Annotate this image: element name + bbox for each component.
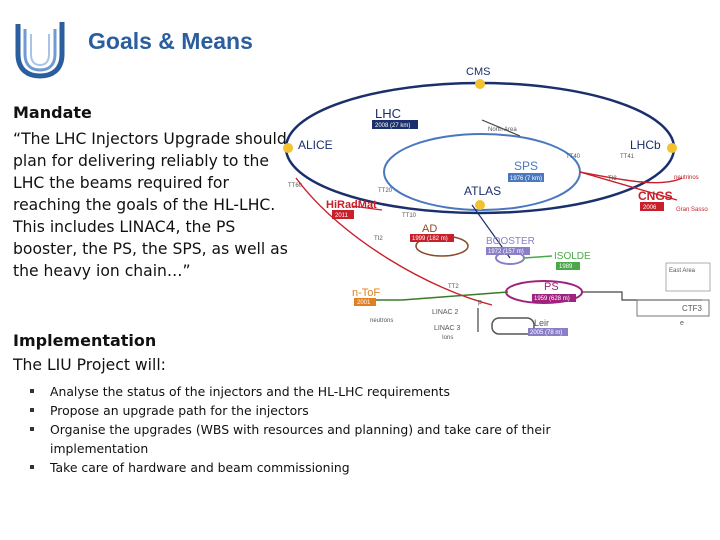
bullet-item: Take care of hardware and beam commissio… xyxy=(13,458,610,477)
implementation-section: Implementation The LIU Project will: Ana… xyxy=(13,331,613,477)
bullet-item: Analyse the status of the injectors and … xyxy=(13,382,610,401)
implementation-intro: The LIU Project will: xyxy=(13,356,166,374)
ctf3-label: CTF3 xyxy=(682,304,703,313)
lhc-tag-box xyxy=(372,120,418,129)
bullet-text: Organise the upgrades (WBS with resource… xyxy=(50,422,551,456)
hiradmat-label: HiRadMat xyxy=(326,199,377,211)
bullet-text: Analyse the status of the injectors and … xyxy=(50,384,450,399)
booster-tag-box xyxy=(486,247,530,255)
booster-tag: 1972 (157 m) xyxy=(488,249,524,255)
gran-sasso-label: Gran Sasso xyxy=(676,207,708,213)
isolde-tag: 1989 xyxy=(559,264,573,270)
bullet-item: Organise the upgrades (WBS with resource… xyxy=(13,420,610,458)
tt2-label: TT2 xyxy=(448,284,459,290)
bullet-square-icon xyxy=(30,427,34,431)
leir-tag: 2005 (78 m) xyxy=(530,330,562,336)
sps-label: SPS xyxy=(514,159,538,173)
tt41-label: TT41 xyxy=(620,154,635,160)
ps-tag-box xyxy=(532,294,576,302)
ntof-label: n-ToF xyxy=(352,287,380,299)
atlas-label: ATLAS xyxy=(464,184,501,198)
proton-label: p xyxy=(478,299,482,306)
slide-title: Goals & Means xyxy=(88,28,253,54)
hiradmat-line xyxy=(351,205,383,211)
lhc-label: LHC xyxy=(375,106,401,121)
liu-logo-icon xyxy=(15,22,65,79)
booster-label: BOOSTER xyxy=(486,236,535,247)
lhcb-label: LHCb xyxy=(630,138,661,152)
lhc-tag: 2008 (27 km) xyxy=(375,123,410,129)
bullet-text: Propose an upgrade path for the injector… xyxy=(50,403,309,418)
leir-tag-box xyxy=(528,328,568,336)
hiradmat-tag: 2011 xyxy=(335,213,349,219)
ad-tag-box xyxy=(410,234,454,242)
atlas-dot xyxy=(475,200,485,210)
ti2-label: TI2 xyxy=(374,236,383,242)
tt40-label: TT40 xyxy=(566,154,581,160)
implementation-bullet-list: Analyse the status of the injectors and … xyxy=(13,382,613,477)
ntof-tag-box xyxy=(354,298,376,306)
tt10-label: TT10 xyxy=(402,213,417,219)
north-area-line xyxy=(481,119,521,137)
ctf3-box xyxy=(636,299,710,317)
ps-tag: 1959 (628 m) xyxy=(534,296,570,302)
tt60-label: TT60 xyxy=(288,183,303,189)
mandate-text: “The LHC Injectors Upgrade should plan f… xyxy=(13,130,288,280)
bullet-text: Take care of hardware and beam commissio… xyxy=(50,460,350,475)
tt20-label: TT20 xyxy=(378,188,393,194)
ntof-line xyxy=(362,291,509,301)
neutrons-label: neutrons xyxy=(370,318,393,324)
bullet-square-icon xyxy=(30,408,34,412)
ad-label: AD xyxy=(422,223,437,235)
alice-label: ALICE xyxy=(298,138,333,152)
mandate-section: Mandate “The LHC Injectors Upgrade shoul… xyxy=(13,103,298,282)
bullet-square-icon xyxy=(30,389,34,393)
bullet-item: Propose an upgrade path for the injector… xyxy=(13,401,610,420)
linac3-label: LINAC 3 xyxy=(434,325,461,332)
ti2-line xyxy=(295,177,493,306)
ions-label: Ions xyxy=(442,335,453,341)
leir-label: Leir xyxy=(534,318,549,328)
sps-tag-box xyxy=(508,173,544,182)
hiradmat-tag-box xyxy=(332,210,354,219)
accelerator-complex-svg: CMS LHC 2008 (27 km) North Area ALICE LH… xyxy=(283,66,711,341)
linac2-label: LINAC 2 xyxy=(432,309,459,316)
ti8-label: TI8 xyxy=(608,176,617,182)
east-area-label: East Area xyxy=(669,268,696,274)
electron-label: e xyxy=(680,320,684,327)
lhcb-dot xyxy=(667,143,677,153)
ntof-tag: 2001 xyxy=(357,300,371,306)
cngs-label: CNGS xyxy=(638,189,673,203)
cms-dot xyxy=(475,79,485,89)
liu-logo xyxy=(12,20,70,80)
cngs-tag: 2006 xyxy=(643,205,657,211)
alice-dot xyxy=(283,143,293,153)
bullet-square-icon xyxy=(30,465,34,469)
north-area-label: North Area xyxy=(488,127,517,133)
ad-tag: 1999 (182 m) xyxy=(412,236,448,242)
cngs-tag-box xyxy=(640,202,664,211)
ps-label: PS xyxy=(544,281,559,293)
isolde-tag-box xyxy=(556,262,580,270)
neutrinos-label: neutrinos xyxy=(674,175,699,181)
cngs-line xyxy=(579,171,678,201)
implementation-heading: Implementation xyxy=(13,331,157,350)
ti8-line xyxy=(579,171,683,184)
sps-ring xyxy=(383,133,581,211)
mandate-heading: Mandate xyxy=(13,103,92,122)
sps-tag: 1976 (7 km) xyxy=(510,176,542,182)
isolde-line xyxy=(523,255,553,259)
leir-ring xyxy=(491,317,535,335)
cms-label: CMS xyxy=(466,66,490,78)
accelerator-complex-diagram: CMS LHC 2008 (27 km) North Area ALICE LH… xyxy=(282,60,714,342)
isolde-label: ISOLDE xyxy=(554,251,591,262)
east-area-box xyxy=(665,262,711,292)
east-area-line xyxy=(582,291,702,301)
